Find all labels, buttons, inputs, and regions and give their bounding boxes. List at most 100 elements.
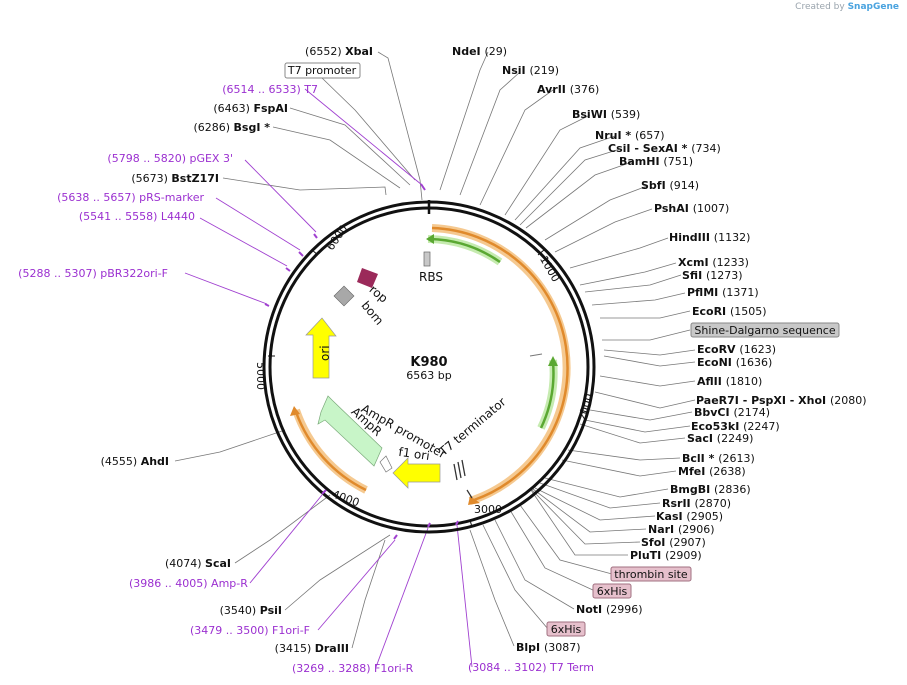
restriction-site-27[interactable]: NarI (2906) xyxy=(648,523,715,536)
primer-5[interactable]: (3986 .. 4005) Amp-R xyxy=(129,577,248,590)
restriction-site-19[interactable]: BbvCI (2174) xyxy=(694,406,770,419)
restriction-site-12[interactable]: SfiI (1273) xyxy=(682,269,743,282)
restriction-site-4[interactable]: BsiWI (539) xyxy=(572,108,640,121)
t7-promoter-box[interactable] xyxy=(284,62,361,79)
ampr-promoter-marker xyxy=(379,455,393,473)
6xhis-label-2: 6xHis xyxy=(551,623,582,636)
restriction-site-11[interactable]: XcmI (1233) xyxy=(678,256,749,269)
6xhis-box-2[interactable] xyxy=(546,621,586,637)
restriction-site-26[interactable]: KasI (2905) xyxy=(656,510,723,523)
his-arrowhead xyxy=(548,356,558,366)
restriction-site-21[interactable]: SacI (2249) xyxy=(687,432,753,445)
tick-label: 3000 xyxy=(474,503,502,516)
rop-arrow xyxy=(357,268,378,288)
restriction-site-25[interactable]: RsrII (2870) xyxy=(662,497,731,510)
restriction-site-7[interactable]: BamHI (751) xyxy=(619,155,693,168)
site-name: MfeI xyxy=(678,465,709,478)
orf-arrow xyxy=(431,226,569,502)
site-name: DraIII xyxy=(315,642,349,655)
plasmid-length: 6563 bp xyxy=(406,369,451,382)
restriction-site-20[interactable]: Eco53kI (2247) xyxy=(691,420,780,433)
restriction-site-37[interactable]: (6286) BsgI * xyxy=(193,121,270,134)
site-position: (657) xyxy=(635,129,665,142)
restriction-site-6[interactable]: CsiI - SexAI * (734) xyxy=(608,142,721,155)
restriction-site-30[interactable]: NotI (2996) xyxy=(576,603,643,616)
sd-mark xyxy=(529,353,543,357)
primer-6[interactable]: (3479 .. 3500) F1ori-F xyxy=(190,624,310,637)
restriction-site-28[interactable]: SfoI (2907) xyxy=(641,536,706,549)
site-position: (914) xyxy=(670,179,700,192)
tag-arrow xyxy=(429,237,501,264)
rbs-label: RBS xyxy=(419,270,443,284)
f1-ori-arrow xyxy=(392,457,441,489)
tick-label: 2000 xyxy=(576,392,596,422)
site-position: (2907) xyxy=(669,536,706,549)
site-position: (6286) xyxy=(193,121,233,134)
6xhis-box-1[interactable] xyxy=(592,583,632,599)
restriction-site-14[interactable]: EcoRI (1505) xyxy=(692,305,767,318)
site-name: BbvCI xyxy=(694,406,733,419)
restriction-site-24[interactable]: BmgBI (2836) xyxy=(670,483,751,496)
restriction-site-9[interactable]: PshAI (1007) xyxy=(654,202,729,215)
site-position: (6552) xyxy=(305,45,345,58)
site-name: Eco53kI xyxy=(691,420,743,433)
restriction-site-36[interactable]: (5673) BstZ17I xyxy=(131,172,219,185)
site-position: (29) xyxy=(484,45,507,58)
site-position: (1007) xyxy=(693,202,730,215)
restriction-site-18[interactable]: PaeR7I - PspXI - XhoI (2080) xyxy=(696,394,867,407)
site-position: (6463) xyxy=(213,102,253,115)
thrombin-site-box[interactable] xyxy=(610,566,692,582)
site-name: PshAI xyxy=(654,202,693,215)
restriction-site-5[interactable]: NruI * (657) xyxy=(595,129,665,142)
site-position: (2909) xyxy=(665,549,702,562)
bom-marker xyxy=(333,285,355,307)
primer-0[interactable]: (6514 .. 6533) T7 xyxy=(222,83,318,96)
restriction-site-17[interactable]: AflII (1810) xyxy=(697,375,762,388)
restriction-site-32[interactable]: (3415) DraIII xyxy=(275,642,349,655)
site-position: (2249) xyxy=(717,432,754,445)
site-position: (2247) xyxy=(743,420,780,433)
thrombin-site-label: thrombin site xyxy=(614,568,688,581)
restriction-site-2[interactable]: NsiI (219) xyxy=(502,64,559,77)
site-name: PflMI xyxy=(687,286,722,299)
restriction-site-38[interactable]: (6463) FspAI xyxy=(213,102,288,115)
primer-4[interactable]: (5288 .. 5307) pBR322ori-F xyxy=(18,267,168,280)
site-name: EcoRV xyxy=(697,343,739,356)
primer-leaders xyxy=(184,88,473,668)
site-position: (2906) xyxy=(678,523,715,536)
restriction-site-8[interactable]: SbfI (914) xyxy=(641,179,699,192)
site-name: PluTI xyxy=(630,549,665,562)
site-name: AhdI xyxy=(141,455,169,468)
shine-dalgarno-box[interactable] xyxy=(690,322,840,338)
site-name: XbaI xyxy=(345,45,373,58)
primer-1[interactable]: (5798 .. 5820) pGEX 3' xyxy=(107,152,233,165)
restriction-site-34[interactable]: (4074) ScaI xyxy=(165,557,231,570)
primer-3[interactable]: (5541 .. 5558) L4440 xyxy=(79,210,195,223)
site-position: (751) xyxy=(663,155,693,168)
restriction-site-35[interactable]: (4555) AhdI xyxy=(101,455,169,468)
restriction-site-33[interactable]: (3540) PsiI xyxy=(220,604,282,617)
restriction-site-0[interactable]: (6552) XbaI xyxy=(305,45,373,58)
primer-7[interactable]: (3269 .. 3288) F1ori-R xyxy=(292,662,414,675)
restriction-site-1[interactable]: NdeI (29) xyxy=(452,45,507,58)
restriction-site-22[interactable]: BclI * (2613) xyxy=(682,452,755,465)
restriction-site-10[interactable]: HindIII (1132) xyxy=(669,231,750,244)
primer-labels: (6514 .. 6533) T7 (5798 .. 5820) pGEX 3' (… xyxy=(18,83,594,675)
site-name: SacI xyxy=(687,432,717,445)
restriction-site-23[interactable]: MfeI (2638) xyxy=(678,465,746,478)
restriction-site-3[interactable]: AvrII (376) xyxy=(537,83,599,96)
credit-prefix: Created by xyxy=(795,2,845,12)
site-position: (376) xyxy=(570,83,600,96)
restriction-site-15[interactable]: EcoRV (1623) xyxy=(697,343,776,356)
site-name: NdeI xyxy=(452,45,484,58)
restriction-site-29[interactable]: PluTI (2909) xyxy=(630,549,702,562)
restriction-site-13[interactable]: PflMI (1371) xyxy=(687,286,759,299)
site-name: BsiWI xyxy=(572,108,611,121)
primer-2[interactable]: (5638 .. 5657) pRS-marker xyxy=(57,191,204,204)
leader-lines xyxy=(174,51,696,649)
site-name: AvrII xyxy=(537,83,570,96)
boxed-features: T7 promoter Shine-Dalgarno sequence thro… xyxy=(284,62,840,637)
primer-8[interactable]: (3084 .. 3102) T7 Term xyxy=(468,661,594,674)
restriction-site-16[interactable]: EcoNI (1636) xyxy=(697,356,772,369)
restriction-site-31[interactable]: BlpI (3087) xyxy=(516,641,581,654)
